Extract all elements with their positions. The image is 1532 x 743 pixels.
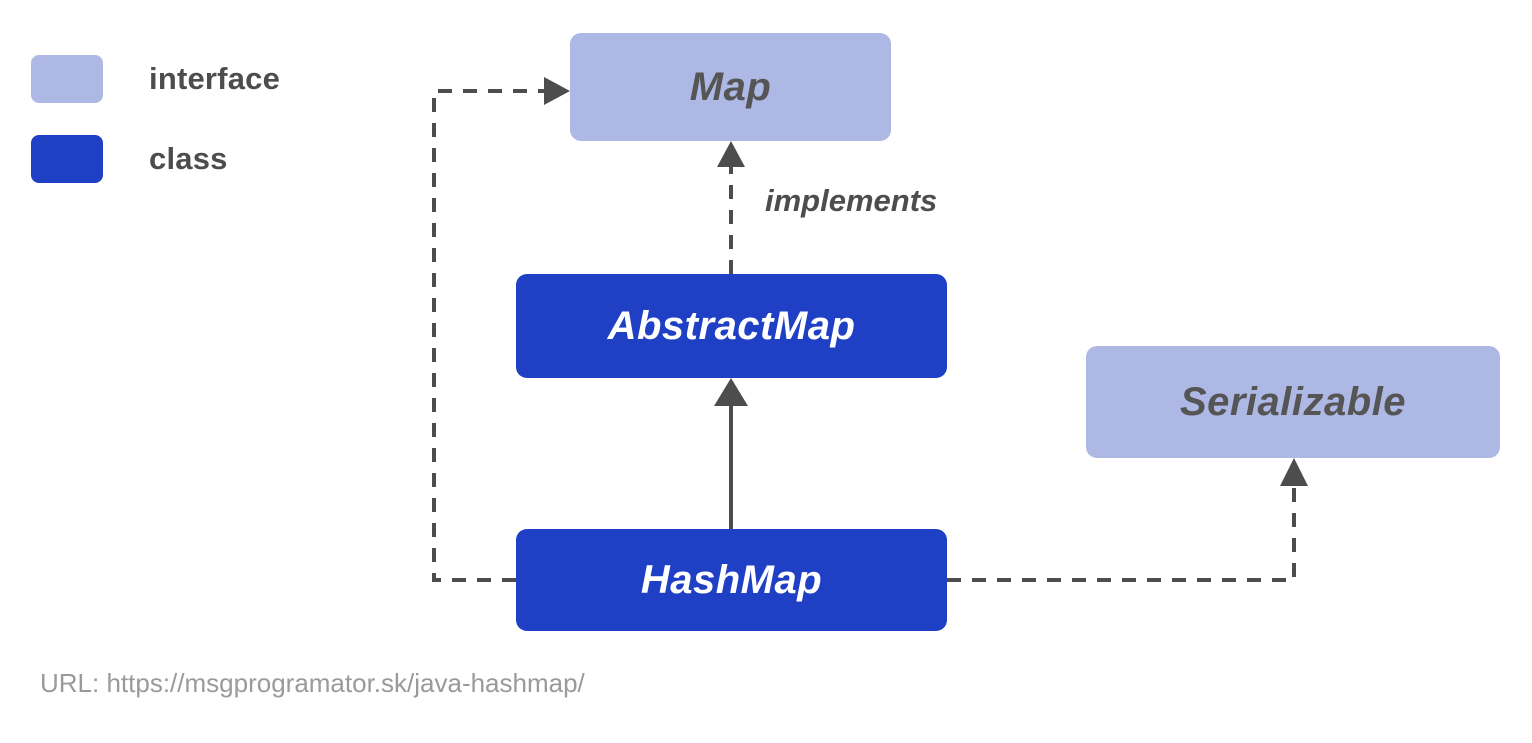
edge-abstractmap-implements-map-arrowhead [717, 141, 745, 167]
node-hashmap[interactable]: HashMap [516, 529, 947, 631]
legend-item-interface: interface [31, 55, 280, 103]
node-serializable[interactable]: Serializable [1086, 346, 1500, 458]
node-abstractmap[interactable]: AbstractMap [516, 274, 947, 378]
edge-abstractmap-implements-map [717, 141, 745, 274]
node-abstractmap-label: AbstractMap [607, 303, 856, 348]
node-map-label: Map [689, 64, 772, 109]
legend: interface class [31, 55, 280, 215]
edge-label-implements: implements [765, 183, 938, 218]
edge-hashmap-implements-serializable [947, 458, 1308, 582]
edge-hashmap-extends-abstractmap-arrowhead [714, 378, 748, 406]
legend-label-class: class [149, 141, 228, 176]
edge-hashmap-implements-serializable-line [947, 477, 1296, 582]
edge-hashmap-extends-abstractmap [714, 378, 748, 529]
legend-swatch-interface [31, 55, 103, 103]
node-hashmap-label: HashMap [640, 557, 823, 602]
legend-label-interface: interface [149, 61, 281, 96]
edge-hashmap-implements-serializable-arrowhead [1280, 458, 1308, 486]
node-serializable-label: Serializable [1179, 379, 1407, 424]
legend-item-class: class [31, 135, 280, 183]
legend-swatch-class [31, 135, 103, 183]
edge-hashmap-implements-map-arrowhead [544, 77, 570, 105]
node-map[interactable]: Map [570, 33, 891, 141]
footer-url-text: URL: https://msgprogramator.sk/java-hash… [40, 668, 585, 698]
